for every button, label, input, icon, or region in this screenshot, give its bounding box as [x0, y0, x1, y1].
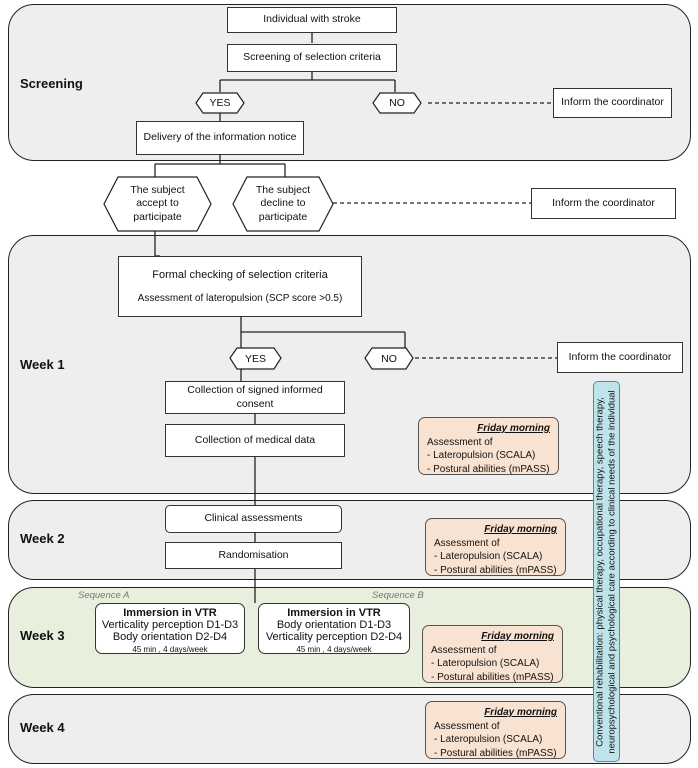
- sequence-b-schedule: 45 min , 4 days/week: [296, 645, 372, 654]
- friday-intro: Assessment of: [431, 644, 497, 656]
- accept-label: The subject accept to participate: [130, 183, 185, 223]
- week4-region: [8, 694, 691, 764]
- section-label-week1: Week 1: [20, 357, 65, 372]
- yes-tag-week1: [229, 347, 282, 370]
- friday-item-lateropulsion: - Lateropulsion (SCALA): [434, 734, 543, 745]
- no-label-week1: NO: [381, 352, 397, 365]
- sequence-b-label: Sequence B: [372, 590, 424, 601]
- yes-label-week1: YES: [244, 352, 266, 365]
- formal-check-box: Formal checking of selection criteria As…: [118, 256, 362, 317]
- formal-check-title: Formal checking of selection criteria: [152, 269, 328, 282]
- medical-data-box: Collection of medical data: [165, 424, 345, 457]
- friday-intro: Assessment of: [427, 436, 493, 448]
- sequence-a-line1: Verticality perception D1-D3: [101, 619, 239, 631]
- friday-item-postural: - Postural abilities (mPASS): [431, 671, 554, 683]
- clinical-assessments-box: Clinical assessments: [165, 505, 342, 533]
- inform-coordinator-box-1: Inform the coordinator: [553, 88, 672, 118]
- friday-item-postural: - Postural abilities (mPASS): [434, 564, 557, 576]
- friday-heading: Friday morning: [477, 423, 550, 434]
- section-label-week4: Week 4: [20, 720, 65, 735]
- yes-label-screening: YES: [209, 97, 231, 109]
- accept-hexagon: [103, 176, 212, 232]
- section-label-screening: Screening: [20, 76, 83, 91]
- friday-item-postural: - Postural abilities (mPASS): [427, 463, 550, 475]
- conventional-rehabilitation-text: Conventional rehabilitation: physical th…: [594, 389, 618, 754]
- friday-assessment-week3: Friday morning Assessment of - Lateropul…: [422, 625, 563, 683]
- friday-heading: Friday morning: [484, 524, 557, 535]
- decline-hexagon: [232, 176, 334, 232]
- friday-item-postural: - Postural abilities (mPASS): [434, 747, 557, 759]
- sequence-b-title: Immersion in VTR: [287, 607, 381, 619]
- week2-region: [8, 500, 691, 580]
- friday-heading: Friday morning: [484, 707, 557, 718]
- sequence-a-box: Immersion in VTR Verticality perception …: [95, 603, 245, 654]
- informed-consent-box: Collection of signed informed consent: [165, 381, 345, 414]
- sequence-a-schedule: 45 min , 4 days/week: [132, 645, 208, 654]
- conventional-rehabilitation-bar: Conventional rehabilitation: physical th…: [593, 381, 620, 762]
- no-tag-week1: [364, 347, 414, 370]
- sequence-a-label: Sequence A: [78, 590, 130, 601]
- lateropulsion-check-text: Assessment of lateropulsion (SCP score >…: [137, 292, 343, 304]
- inform-coordinator-box-3: Inform the coordinator: [557, 342, 683, 373]
- friday-item-lateropulsion: - Lateropulsion (SCALA): [427, 450, 536, 461]
- decline-label: The subject decline to participate: [255, 183, 311, 223]
- no-tag-screening: [372, 92, 422, 114]
- sequence-a-title: Immersion in VTR: [123, 607, 217, 619]
- friday-assessment-week2: Friday morning Assessment of - Lateropul…: [425, 518, 566, 576]
- no-label-screening: NO: [389, 97, 405, 109]
- sequence-a-line2: Body orientation D2-D4: [112, 631, 228, 643]
- screening-criteria-box: Screening of selection criteria: [227, 44, 397, 72]
- yes-tag-screening: [195, 92, 245, 114]
- friday-assessment-week4: Friday morning Assessment of - Lateropul…: [425, 701, 566, 759]
- section-label-week3: Week 3: [20, 628, 65, 643]
- friday-intro: Assessment of: [434, 537, 500, 549]
- friday-assessment-week1: Friday morning Assessment of - Lateropul…: [418, 417, 559, 475]
- sequence-b-line1: Body orientation D1-D3: [276, 619, 392, 631]
- sequence-b-box: Immersion in VTR Body orientation D1-D3 …: [258, 603, 410, 654]
- randomisation-box: Randomisation: [165, 542, 342, 569]
- friday-heading: Friday morning: [481, 631, 554, 642]
- friday-item-lateropulsion: - Lateropulsion (SCALA): [431, 658, 540, 669]
- information-notice-box: Delivery of the information notice: [136, 121, 304, 155]
- section-label-week2: Week 2: [20, 531, 65, 546]
- friday-intro: Assessment of: [434, 720, 500, 732]
- inform-coordinator-box-2: Inform the coordinator: [531, 188, 676, 219]
- sequence-b-line2: Verticality perception D2-D4: [265, 631, 403, 643]
- friday-item-lateropulsion: - Lateropulsion (SCALA): [434, 551, 543, 562]
- individual-with-stroke-box: Individual with stroke: [227, 7, 397, 33]
